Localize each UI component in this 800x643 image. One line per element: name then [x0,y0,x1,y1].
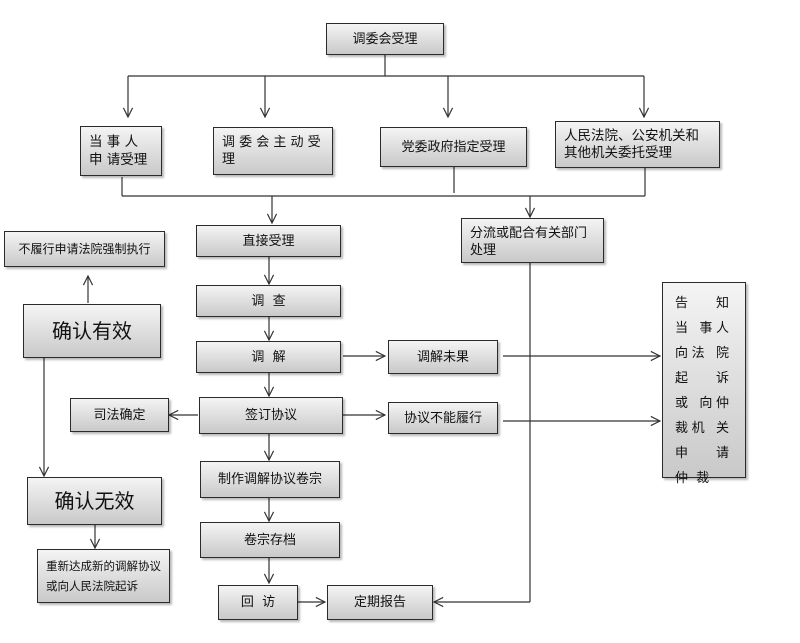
judicial-confirm-node: 司法确定 [70,398,169,432]
reconcile-node: 重新达成新的调解协议或向人民法院起诉 [37,549,170,603]
periodic-report-node: 定期报告 [327,585,433,620]
make-file-node: 制作调解协议卷宗 [200,461,340,498]
enforce-node: 不履行申请法院强制执行 [4,231,165,267]
confirm-valid-node: 确认有效 [23,304,161,358]
direct-accept-node: 直接受理 [196,225,341,257]
divert-node: 分流或配合有关部门处理 [461,218,604,263]
mediation-failed-node: 调解未果 [388,340,498,374]
mediate-node: 调 解 [196,341,341,373]
committee-initiative-node: 调 委 会 主 动 受 理 [213,127,333,175]
notify-party-node: 告 知 当 事人向法 院 起 诉 或 向仲裁机 关 申 请 仲 裁 [662,282,746,486]
confirm-invalid-node: 确认无效 [27,477,162,525]
committee-accept-node: 调委会受理 [326,23,444,55]
party-apply-node: 当 事 人 申 请受理 [80,126,162,176]
party-gov-assign-node: 党委政府指定受理 [380,127,527,167]
archive-node: 卷宗存档 [200,522,340,558]
agreement-unfulfilled-node: 协议不能履行 [388,402,498,434]
court-police-entrust-node: 人民法院、公安机关和其他机关委托受理 [555,121,720,168]
sign-agreement-node: 签订协议 [199,397,343,434]
investigate-node: 调 查 [196,285,341,317]
revisit-node: 回 访 [218,585,298,620]
